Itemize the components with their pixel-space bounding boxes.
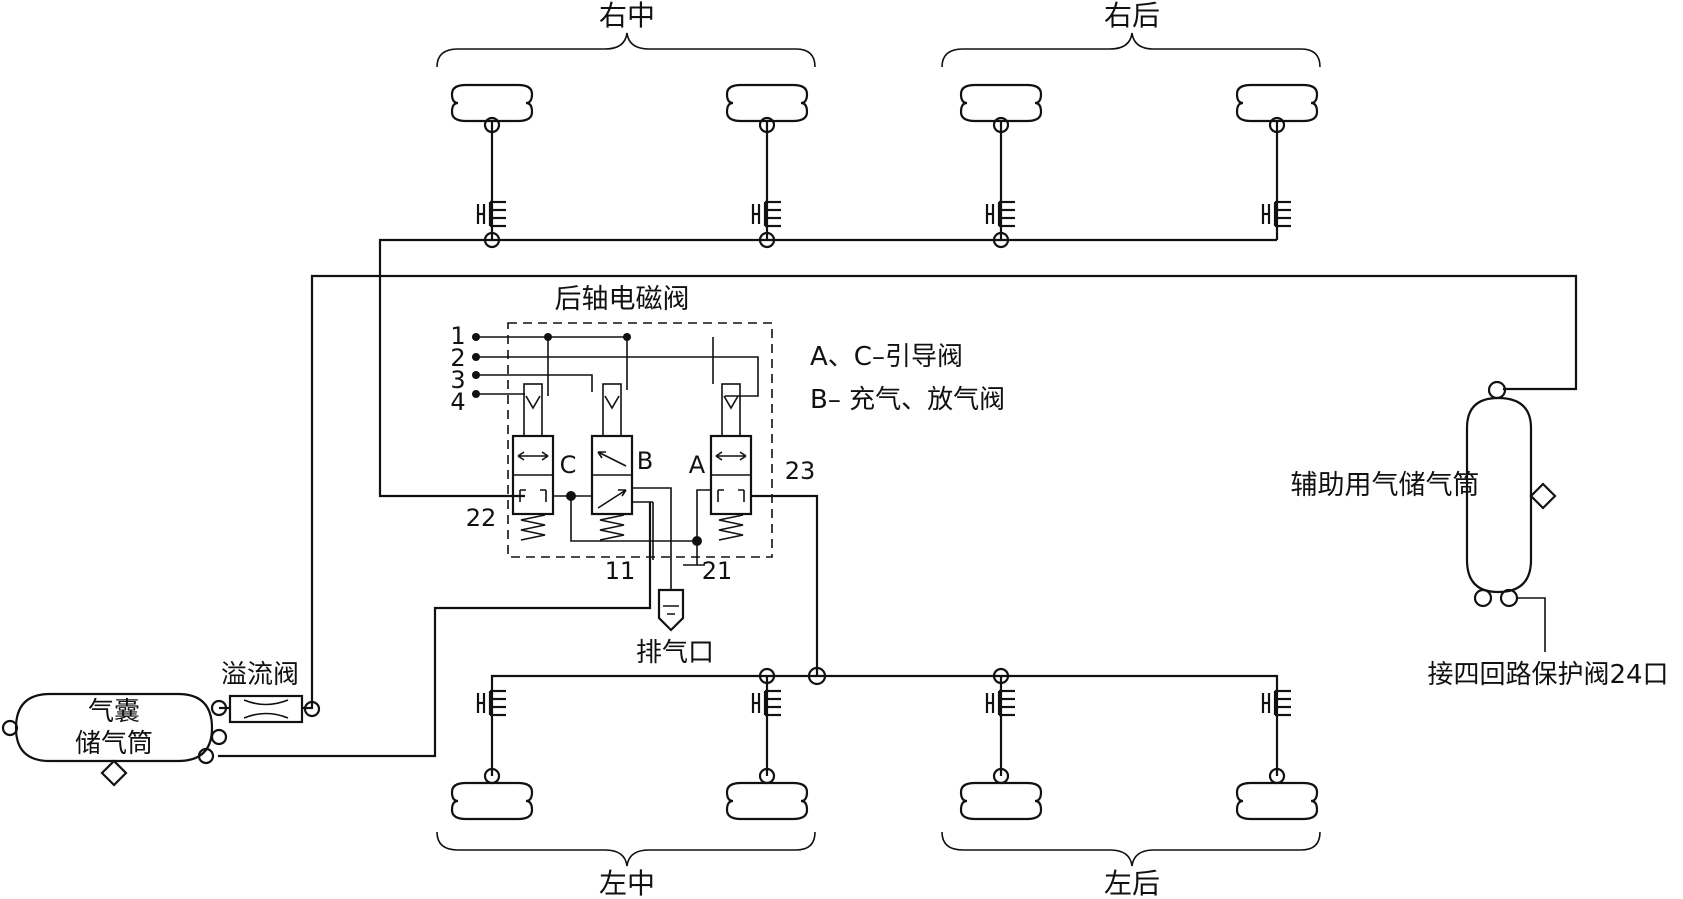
right-distribution-line <box>378 238 1277 498</box>
port-label-2: 2 <box>450 344 465 372</box>
valve-b-label: B <box>637 447 653 475</box>
air-bag-left-middle-2 <box>725 781 809 821</box>
port-label-3: 3 <box>450 366 465 394</box>
brace-left-middle <box>436 831 816 867</box>
air-bag-right-middle-2 <box>725 83 809 123</box>
legend-inflate-deflate-valve: B– 充气、放气阀 <box>810 385 1005 415</box>
port-label-23: 23 <box>785 457 816 485</box>
exhaust-port-label: 排气口 <box>636 638 714 668</box>
label-left-middle: 左中 <box>599 867 655 899</box>
label-right-middle: 右中 <box>599 0 655 32</box>
air-bag-left-rear-1 <box>959 781 1043 821</box>
airbag-tank-label-1: 气囊 <box>88 697 140 727</box>
drain-valve-airbag <box>100 759 128 787</box>
left-feed-line <box>751 494 819 676</box>
air-bag-left-middle-1 <box>450 781 534 821</box>
auxiliary-air-tank: 辅助用气储气筒 接四回路保护阀24口 <box>1291 380 1669 690</box>
protect-valve-label: 接四回路保护阀24口 <box>1427 660 1668 690</box>
overflow-valve-label: 溢流阀 <box>221 660 299 690</box>
port-label-4: 4 <box>450 388 465 416</box>
left-distribution-line <box>490 674 1279 776</box>
port-label-1: 1 <box>450 322 465 350</box>
port-label-11: 11 <box>605 557 636 585</box>
label-left-rear: 左后 <box>1104 867 1160 899</box>
tank-to-valve-line <box>218 502 652 758</box>
right-side-group: 右中 右后 <box>378 0 1321 498</box>
exhaust-port: 排气口 <box>636 588 714 668</box>
aux-tank-label: 辅助用气储气筒 <box>1291 470 1480 501</box>
legend-pilot-valves: A、C–引导阀 <box>810 342 963 372</box>
brace-left-rear <box>941 831 1321 867</box>
left-side-group: 左中 左后 <box>436 666 1321 899</box>
brace-right-rear <box>941 32 1321 68</box>
port-label-22: 22 <box>466 504 497 532</box>
valve-a-label: A <box>689 451 706 479</box>
valve-c-label: C <box>560 451 577 479</box>
brace-right-middle <box>436 32 816 68</box>
drain-valve-aux <box>1529 482 1557 510</box>
rear-axle-solenoid-valve: 后轴电磁阀 1 2 3 4 C B <box>450 284 815 590</box>
label-right-rear: 右后 <box>1104 0 1160 32</box>
air-bag-right-middle-1 <box>450 83 534 123</box>
airbag-air-tank: 气囊 储气筒 <box>1 692 228 787</box>
aux-supply-line <box>310 274 1578 709</box>
overflow-valve: 溢流阀 <box>219 660 321 724</box>
port-label-21: 21 <box>702 557 733 585</box>
airbag-tank-label-2: 储气筒 <box>75 729 153 759</box>
air-bag-right-rear-1 <box>959 83 1043 123</box>
air-bag-right-rear-2 <box>1235 83 1319 123</box>
valve-title: 后轴电磁阀 <box>555 284 690 315</box>
air-bag-left-rear-2 <box>1235 781 1319 821</box>
valve-housing <box>507 322 773 558</box>
